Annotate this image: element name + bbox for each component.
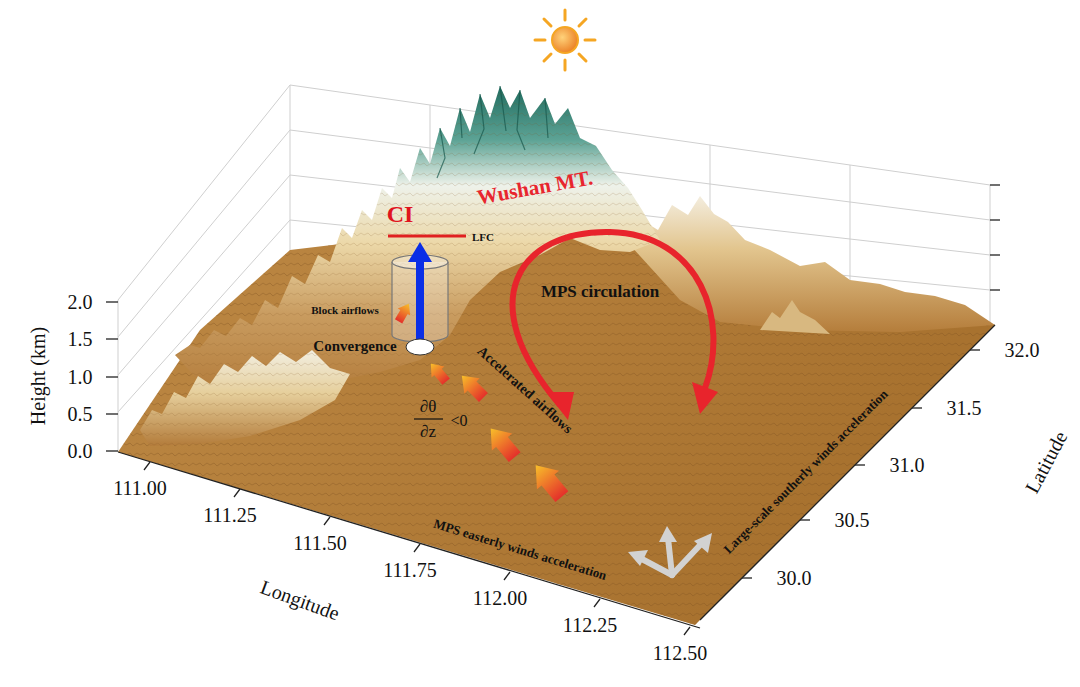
axis-tick: 111.50 [293, 532, 347, 554]
level-label: LFC [472, 231, 494, 243]
axis-title: Longitude [258, 576, 343, 625]
axis-tick: 32.0 [1005, 339, 1040, 361]
equation-term: <0 [450, 412, 467, 430]
axis-tick: 112.00 [473, 587, 527, 609]
axis-tick: 111.25 [203, 504, 257, 526]
axis-tick: 30.5 [835, 509, 870, 531]
axis-tick: 2.0 [68, 291, 93, 313]
axis-tick: 111.00 [113, 477, 167, 499]
axis-tick: 30.0 [777, 567, 812, 589]
equation-term: ∂θ [420, 398, 437, 417]
convergence-label: Convergence [313, 338, 396, 355]
axis-tick: 112.50 [653, 642, 707, 664]
equation-term: ∂z [420, 423, 436, 442]
axis-tick: 112.25 [563, 614, 617, 636]
axis-tick: 111.75 [383, 559, 437, 581]
cloud-initiation-label: CI [387, 201, 414, 227]
axis-title: Latitude [1021, 427, 1072, 496]
axis-tick: 0.0 [68, 440, 93, 462]
circulation-label: MPS circulation [541, 283, 659, 302]
axis-tick: 0.5 [68, 403, 93, 425]
axis-tick: 31.0 [890, 454, 925, 476]
axis-title: Height (km) [27, 327, 49, 425]
airflow-label: Block airflows [311, 304, 379, 316]
axis-tick: 1.5 [68, 328, 93, 350]
axis-tick: 1.0 [68, 366, 93, 388]
axis-tick: 31.5 [947, 397, 982, 419]
